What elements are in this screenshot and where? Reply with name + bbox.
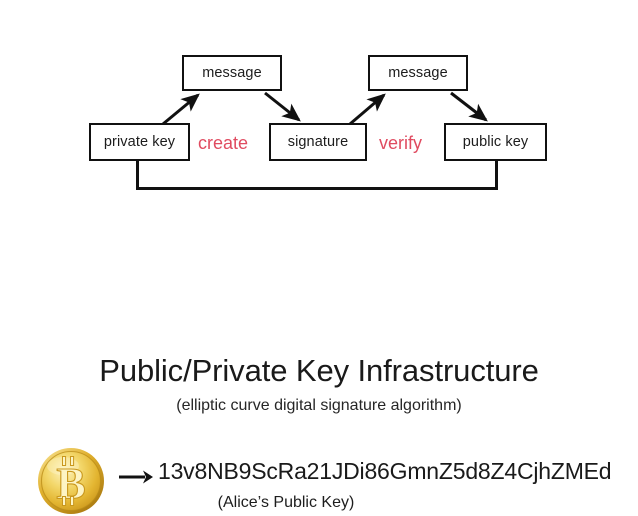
- arrow-message-to-signature: [264, 91, 301, 122]
- node-private-key[interactable]: private key: [89, 123, 190, 161]
- node-signature[interactable]: signature: [269, 123, 367, 161]
- bitcoin-address-value[interactable]: 13v8NB9ScRa21JDi86GmnZ5d8Z4CjhZMEd: [158, 458, 612, 484]
- node-message-left[interactable]: message: [182, 55, 282, 91]
- page-title: Public/Private Key Infrastructure: [99, 353, 539, 388]
- arrow-privatekey-to-message: [162, 93, 200, 126]
- bitcoin-address-caption: (Alice’s Public Key): [217, 494, 355, 511]
- title-block: Public/Private Key Infrastructure (ellip…: [0, 352, 638, 415]
- right-arrow-icon: [117, 465, 155, 489]
- diagram-connectors: [136, 91, 498, 190]
- keypair-link-line: [136, 161, 498, 190]
- arrow-message-to-publickey: [450, 91, 488, 122]
- page-subtitle: (elliptic curve digital signature algori…: [176, 396, 462, 414]
- node-message-right[interactable]: message: [368, 55, 468, 91]
- label-create: create: [198, 133, 249, 153]
- label-verify: verify: [379, 133, 423, 153]
- node-public-key[interactable]: public key: [444, 123, 547, 161]
- key-signature-diagram: message message private key signature pu…: [0, 0, 638, 210]
- arrow-signature-to-message: [349, 93, 386, 126]
- bitcoin-address-row: B 13v8NB9ScRa21JDi86GmnZ5d8Z4CjhZMEd (Al…: [0, 218, 638, 514]
